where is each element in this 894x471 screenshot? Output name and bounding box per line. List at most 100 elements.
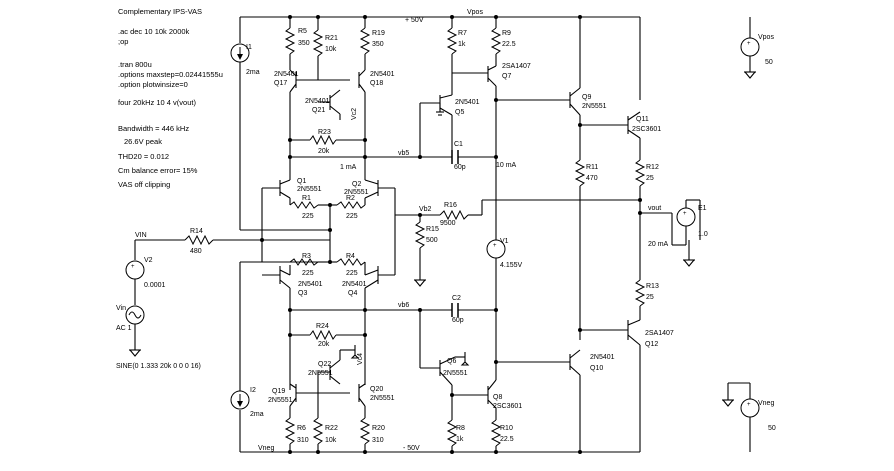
r14-value: 480 [190,248,202,255]
r19-name: R19 [372,30,385,37]
transistor-q19: Q19 2N5551 [268,310,350,407]
resistor-r23: R23 20k [290,129,365,155]
q1-part: 2N5551 [297,186,322,193]
net-vout: vout 20 mA [640,205,672,248]
transistor-q5: 2N5401 Q5 [419,73,480,157]
q18-name: Q18 [370,80,383,87]
voltage-source-vneg: + Vneg 50 [722,382,776,452]
r16-name: R16 [444,202,457,209]
i2-name: I2 [250,387,256,394]
resistor-r4: R4 225 [330,253,366,277]
directive-four: four 20kHz 10 4 v(vout) [118,98,196,107]
transistor-q8: Q8 2SC3601 [452,379,522,410]
q9-name: Q9 [582,94,591,101]
q4-name: Q4 [348,290,357,297]
resistor-r5: R5 350 [284,17,310,66]
svg-text:+: + [493,243,497,249]
resistor-r21: R21 10k [312,17,338,66]
transistor-q9: Q9 2N5551 [496,17,607,160]
note-thd: THD20 = 0.012 [118,152,170,161]
r22-value: 10k [325,437,337,444]
resistor-r7: R7 1k [446,17,467,73]
r5-value: 350 [298,40,310,47]
q6-name: Q6 [447,358,456,365]
r19-value: 350 [372,41,384,48]
r15-name: R15 [426,226,439,233]
q20-part: 2N5551 [370,395,395,402]
q12-name: Q12 [645,341,658,348]
vneg-net-label: Vneg [258,445,274,452]
ground-symbols [129,279,426,357]
r12-value: 25 [646,175,654,182]
q9-part: 2N5551 [582,103,607,110]
resistor-r1: R1 225 [289,195,330,220]
input-network: VIN R14 480 [135,228,330,255]
vout-label: vout [648,205,661,212]
vcvs-e1: + E1 1.0 [671,199,708,267]
r3-value: 225 [302,270,314,277]
negative-rail: - 50V Vneg [240,360,641,453]
q10-part: 2N5401 [590,354,615,361]
q21-name: Q21 [312,107,325,114]
q3-part: 2N5401 [298,281,323,288]
r13-value: 25 [646,294,654,301]
transistor-q7: 2SA1407 Q7 10 mA [452,63,531,240]
resistor-r3: R3 225 [289,253,330,277]
vb6-label: vb6 [398,302,409,309]
r11-name: R11 [586,164,598,171]
vpos-net-label: Vpos [467,9,483,16]
resistor-r11: R11 470 [574,159,598,340]
r10-name: R10 [500,425,513,432]
vin-name: Vin [116,305,126,312]
out-bias-current: 20 mA [648,241,669,248]
q17-name: Q17 [274,80,287,87]
net-vb5: vb5 1 mA [290,150,452,171]
transistor-q20: Q20 2N5551 [358,345,395,407]
transistor-q21: 2N5401 Q21 [305,66,341,120]
q7-part: 2SA1407 [502,63,531,70]
svg-text:+: + [747,402,751,408]
q21-part: 2N5401 [305,98,330,105]
e1-name: E1 [698,205,707,212]
vneg-name: Vneg [758,400,774,407]
r16-value: 9500 [440,220,456,227]
r2-value: 225 [346,213,358,220]
r14-name: R14 [190,228,203,235]
directive-ac: .ac dec 10 10k 2000k [118,27,190,36]
q2-part: 2N5551 [344,189,369,196]
q8-part: 2SC3601 [493,403,522,410]
v2-value: 0.0001 [144,282,166,289]
i1-value: 2ma [246,69,260,76]
transistor-q4: 2N5401 Q4 [342,266,395,345]
note-bandwidth: Bandwidth = 446 kHz [118,124,190,133]
q1-name: Q1 [297,178,306,185]
svg-text:+: + [131,264,135,270]
q11-part: 2SC3601 [632,126,661,133]
v1-name: V1 [500,238,509,245]
r24-name: R24 [316,323,329,330]
vb2-label: Vb2 [419,206,432,213]
junction-dots [260,15,642,454]
pos-rail-label: + 50V [405,17,424,24]
r9-value: 22.5 [502,41,516,48]
transistor-q3: 2N5401 Q3 [262,266,323,310]
r7-name: R7 [458,30,467,37]
v1-value: 4.155V [500,262,523,269]
resistor-r20: R20 310 [359,406,385,452]
q22-name: Q22 [318,361,331,368]
directive-maxstep: .options maxstep=0.02441555u [118,70,223,79]
vin-value: AC 1 [116,325,132,332]
r4-name: R4 [346,253,355,260]
neg-rail-label: - 50V [403,445,420,452]
r20-value: 310 [372,437,384,444]
r6-name: R6 [297,425,306,432]
v2-name: V2 [144,257,153,264]
q10-name: Q10 [590,365,603,372]
q7-name: Q7 [502,73,511,80]
r1-name: R1 [302,195,311,202]
q19-part: 2N5551 [268,397,293,404]
note-cm-balance: Cm balance error= 15% [118,166,198,175]
resistor-r2: R2 225 [330,195,366,220]
transistor-q10: 2N5401 Q10 [496,349,615,452]
resistor-r10: R10 22.5 [490,408,514,452]
